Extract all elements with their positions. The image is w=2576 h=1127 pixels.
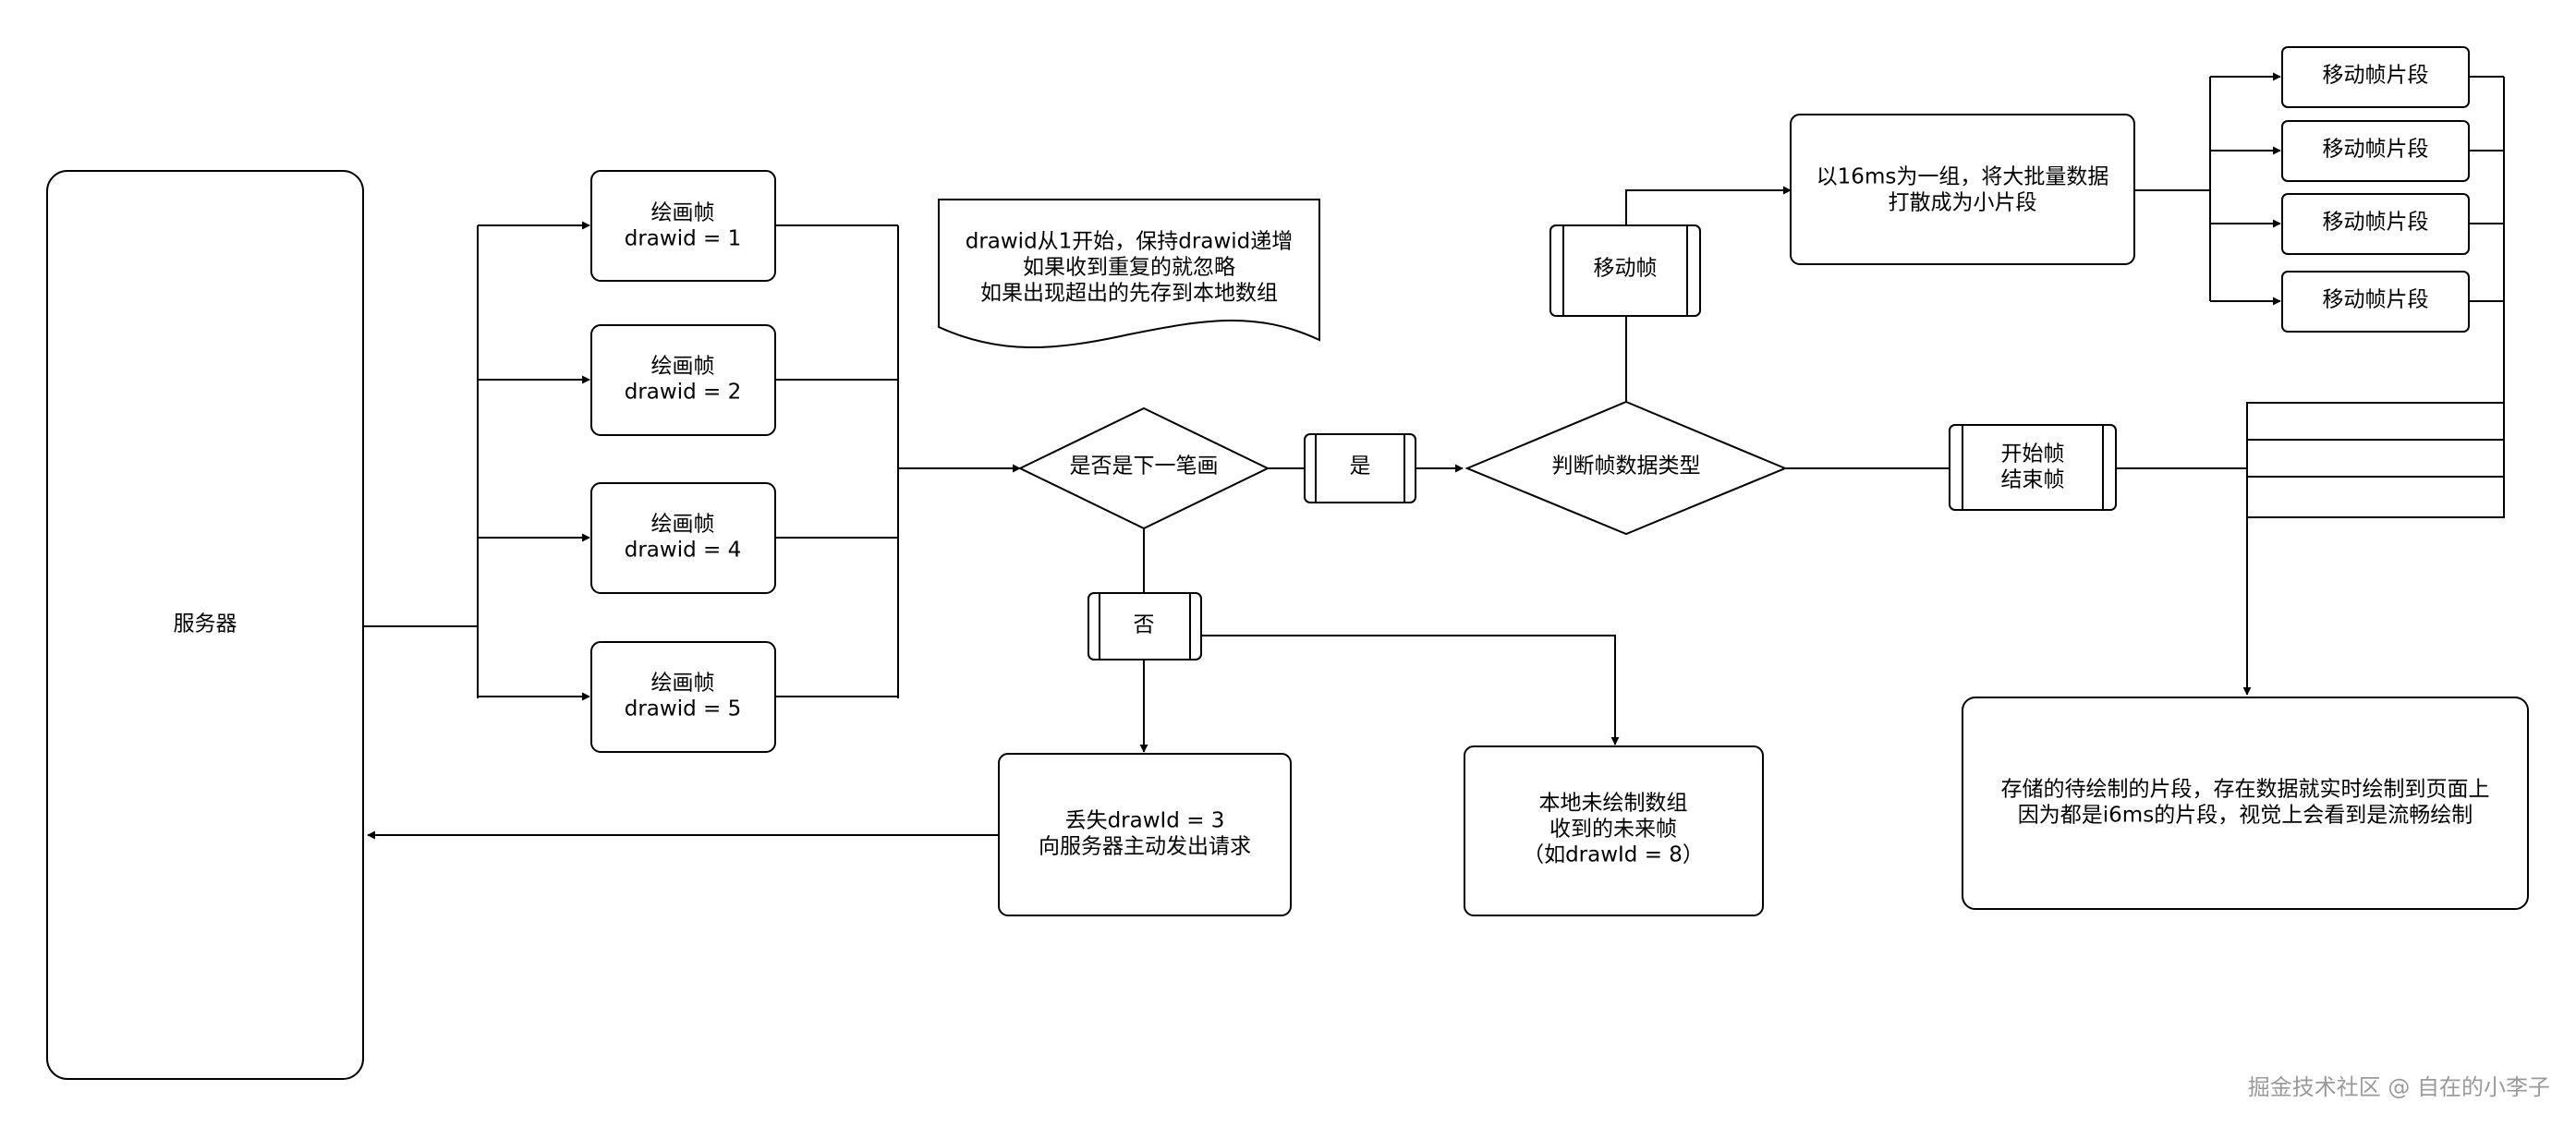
decision-frame-type-label: 判断帧数据类型 — [1552, 454, 1701, 479]
start-end-frame-box — [1949, 424, 2117, 511]
yes-node: 是 — [1304, 433, 1416, 503]
local-array-line-2: 收到的未来帧 — [1549, 818, 1677, 842]
draw-frame-5-title: 绘画帧 — [651, 672, 715, 696]
local-array-line-1: 本地未绘制数组 — [1539, 792, 1688, 816]
draw-frame-1-title: 绘画帧 — [651, 201, 715, 225]
stored-segments-node: 存储的待绘制的片段，存在数据就实时绘制到页面上 因为都是i6ms的片段，视觉上会… — [1962, 697, 2529, 910]
server-box — [46, 170, 364, 1080]
connectors — [364, 72, 2504, 840]
edge-no-to-local-array — [1201, 635, 1620, 745]
yes-label: 是 — [1350, 454, 1371, 479]
segment-queue — [2246, 77, 2505, 518]
yes-box — [1304, 433, 1416, 503]
lost-request-box — [998, 753, 1292, 916]
draw-frame-4-title: 绘画帧 — [651, 513, 715, 537]
draw-frame-5-id: drawid = 5 — [625, 697, 741, 721]
move-segment-4-label: 移动帧片段 — [2323, 288, 2429, 312]
no-node: 否 — [1088, 592, 1202, 660]
no-box — [1088, 592, 1202, 660]
move-segment-2: 移动帧片段 — [2281, 120, 2470, 182]
split-box — [1790, 114, 2135, 265]
local-array-node: 本地未绘制数组 收到的未来帧 （如drawId = 8） — [1464, 745, 1764, 916]
move-segment-2-box — [2281, 120, 2470, 182]
decision-next-stroke-label: 是否是下一笔画 — [1070, 454, 1219, 479]
decision-next-stroke: 是否是下一笔画 — [1017, 406, 1270, 530]
note-document: drawid从1开始，保持drawid递增 如果收到重复的就忽略 如果出现超出的… — [938, 199, 1320, 349]
draw-frame-1-box — [590, 170, 776, 282]
decision-next-stroke-shape — [1017, 406, 1270, 530]
move-frame-box — [1549, 224, 1701, 317]
move-segment-4: 移动帧片段 — [2281, 271, 2470, 333]
note-document-shape — [938, 199, 1320, 349]
draw-frame-5-box — [590, 641, 776, 753]
server-label: 服务器 — [174, 612, 237, 636]
draw-frame-2-box — [590, 324, 776, 436]
move-segment-3-label: 移动帧片段 — [2323, 211, 2429, 235]
move-segment-3: 移动帧片段 — [2281, 193, 2470, 255]
draw-frame-1-id: drawid = 1 — [625, 227, 741, 251]
edge-move-to-split — [1625, 186, 1792, 225]
start-end-frame-node: 开始帧 结束帧 — [1949, 424, 2117, 511]
split-node: 以16ms为一组，将大批量数据 打散成为小片段 — [1790, 114, 2135, 265]
draw-frame-4: 绘画帧 drawid = 4 — [590, 482, 776, 594]
start-frame-label: 开始帧 — [2001, 442, 2065, 467]
watermark: 掘金技术社区 @ 自在的小李子 — [2248, 1074, 2550, 1100]
server-node: 服务器 — [46, 170, 364, 1080]
stored-segments-box — [1962, 697, 2529, 910]
move-segment-1: 移动帧片段 — [2281, 46, 2470, 108]
end-frame-label: 结束帧 — [2001, 468, 2065, 492]
decision-frame-type: 判断帧数据类型 — [1464, 400, 1788, 536]
move-segment-1-box — [2281, 46, 2470, 108]
draw-frame-5: 绘画帧 drawid = 5 — [590, 641, 776, 753]
move-segment-1-label: 移动帧片段 — [2323, 64, 2429, 88]
draw-frame-2: 绘画帧 drawid = 2 — [590, 324, 776, 436]
lost-request-line-2: 向服务器主动发出请求 — [1039, 835, 1251, 859]
draw-frame-1: 绘画帧 drawid = 1 — [590, 170, 776, 282]
segment-queue-box — [2246, 402, 2505, 518]
move-segment-3-box — [2281, 193, 2470, 255]
lost-request-line-1: 丢失drawId = 3 — [1065, 809, 1225, 833]
local-array-line-3: （如drawId = 8） — [1523, 843, 1704, 867]
move-segment-4-box — [2281, 271, 2470, 333]
draw-frame-4-box — [590, 482, 776, 594]
draw-frame-2-title: 绘画帧 — [651, 355, 715, 379]
move-frame-label: 移动帧 — [1594, 257, 1658, 281]
note-line-3: 如果出现超出的先存到本地数组 — [980, 282, 1278, 306]
draw-frame-2-id: drawid = 2 — [625, 381, 741, 405]
no-label: 否 — [1134, 613, 1155, 637]
local-array-box — [1464, 745, 1764, 916]
draw-frame-4-id: drawid = 4 — [625, 539, 741, 563]
stored-segments-line-2: 因为都是i6ms的片段，视觉上会看到是流畅绘制 — [2018, 804, 2473, 828]
note-line-1: drawid从1开始，保持drawid递增 — [966, 230, 1294, 254]
stored-segments-line-1: 存储的待绘制的片段，存在数据就实时绘制到页面上 — [2001, 778, 2490, 802]
split-line-1: 以16ms为一组，将大批量数据 — [1817, 165, 2109, 189]
lost-request-node: 丢失drawId = 3 向服务器主动发出请求 — [998, 753, 1292, 916]
split-line-2: 打散成为小片段 — [1889, 191, 2037, 215]
note-line-2: 如果收到重复的就忽略 — [1023, 256, 1235, 280]
move-frame-node: 移动帧 — [1549, 224, 1701, 317]
decision-frame-type-shape — [1464, 400, 1788, 536]
move-segment-2-label: 移动帧片段 — [2323, 138, 2429, 162]
